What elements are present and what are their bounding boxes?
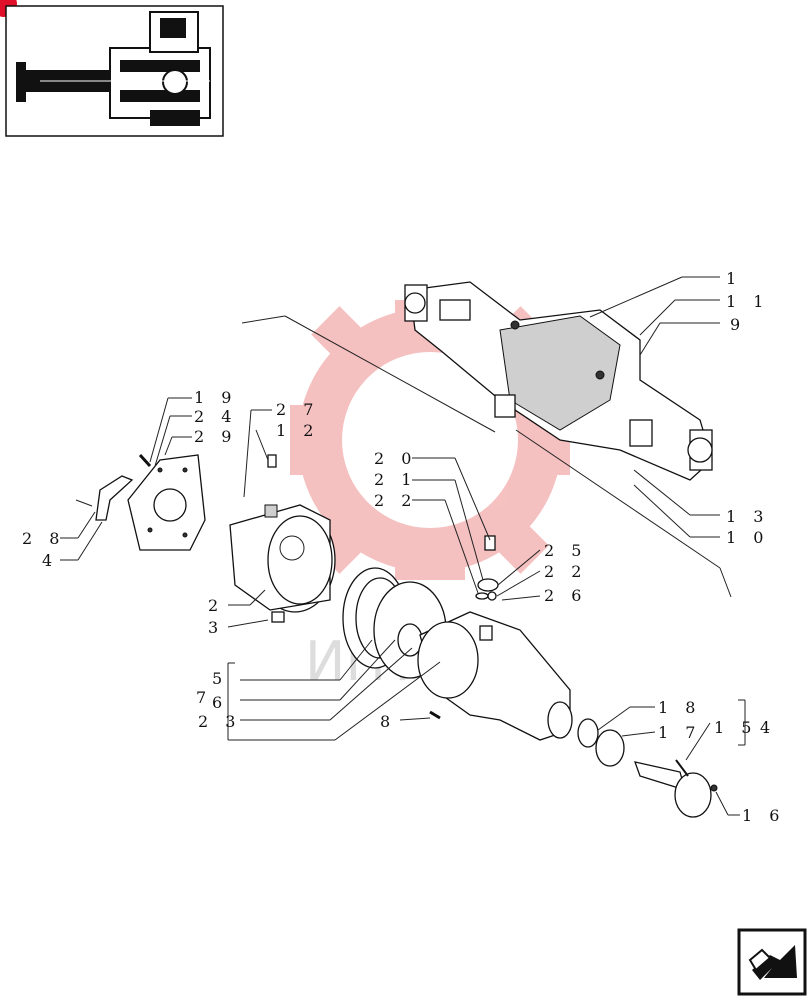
cover-plate[interactable]	[127, 454, 206, 551]
callout-25: 2 5	[544, 541, 587, 560]
callout-5: 5	[212, 669, 228, 688]
callout-26: 2 6	[544, 586, 587, 605]
callout-9: 9	[730, 315, 746, 334]
callout-15: 1 5	[714, 718, 757, 737]
callout-23: 2 3	[198, 712, 241, 731]
side-housing[interactable]	[417, 611, 573, 741]
callout-8: 8	[380, 712, 396, 731]
callout-12: 1 2	[276, 421, 319, 440]
brake-housing[interactable]	[229, 454, 336, 623]
callout-24: 2 4	[194, 407, 237, 426]
callout-22-b: 2 2	[544, 562, 587, 581]
callout-11: 1 1	[726, 292, 769, 311]
small-fittings[interactable]	[475, 535, 499, 601]
callout-21: 2 1	[374, 470, 417, 489]
callout-4: 4	[42, 551, 58, 570]
axle-assembly[interactable]	[404, 281, 713, 481]
callout-29: 2 9	[194, 427, 237, 446]
callout-16: 1 6	[742, 806, 785, 825]
callout-28: 2 8	[22, 529, 65, 548]
callout-22: 2 2	[374, 491, 417, 510]
bracket[interactable]	[75, 475, 134, 521]
bolt[interactable]	[138, 453, 152, 468]
callout-3: 3	[208, 618, 224, 637]
callout-10: 1 0	[726, 528, 769, 547]
bearings[interactable]	[577, 718, 625, 767]
callout-13: 1 3	[726, 507, 769, 526]
callout-14: 4	[760, 718, 776, 737]
callout-18: 1 8	[658, 698, 701, 717]
axle-shaft[interactable]	[633, 759, 718, 818]
callout-7: 7	[196, 688, 212, 707]
callout-1: 1	[726, 269, 742, 288]
callout-27: 2 7	[276, 400, 319, 419]
callout-6: 6	[212, 693, 228, 712]
callout-2: 2	[208, 596, 224, 615]
callout-20: 2 0	[374, 449, 417, 468]
callout-17: 1 7	[658, 723, 701, 742]
next-page-arrow-icon[interactable]	[737, 928, 807, 996]
assembly-thumbnail[interactable]	[5, 5, 224, 137]
callout-19: 1 9	[194, 388, 237, 407]
